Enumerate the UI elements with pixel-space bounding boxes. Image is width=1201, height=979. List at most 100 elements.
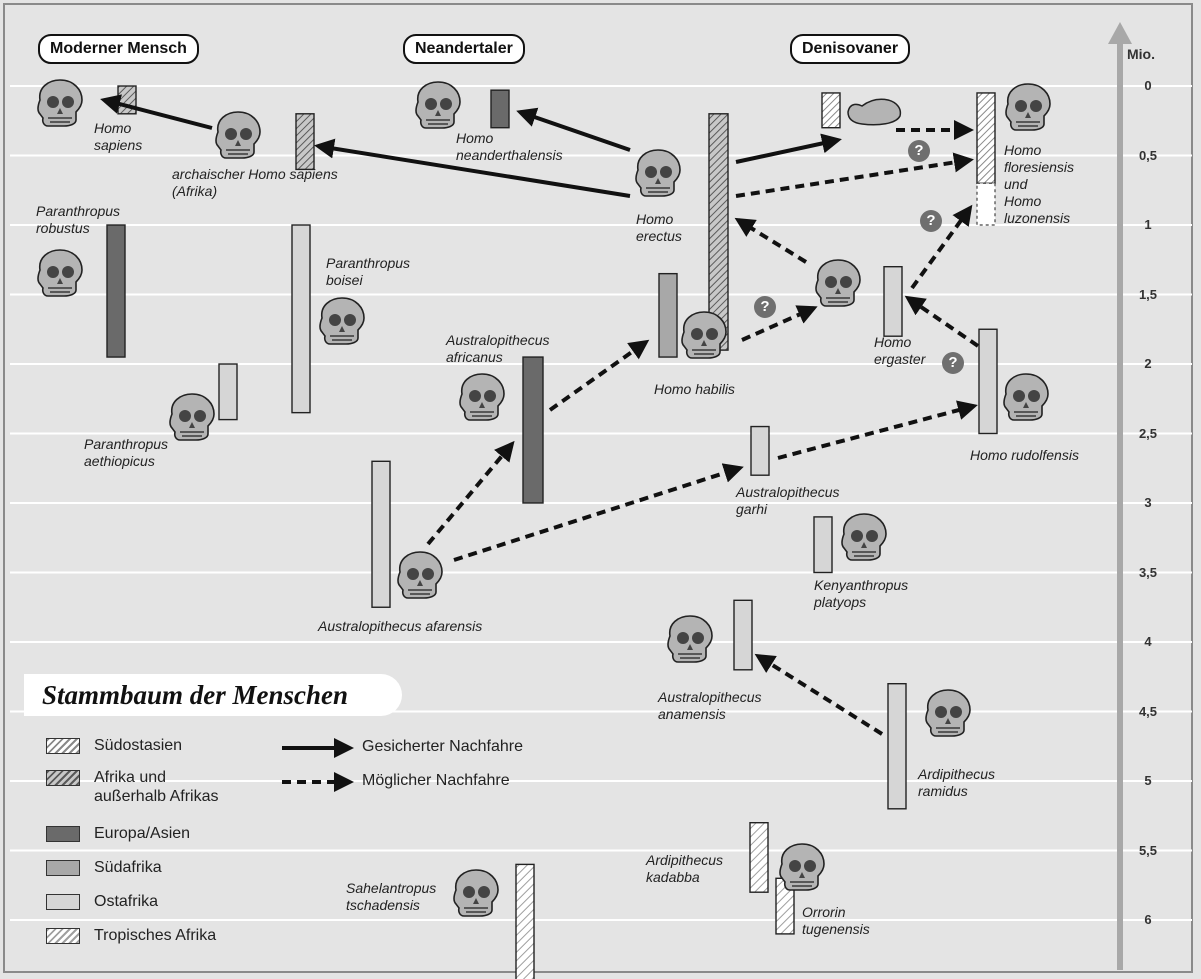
- range-bar-denisova: [821, 92, 841, 129]
- range-bar-paranthropus-aethiopicus: [218, 363, 238, 421]
- species-label-orrorin-tugenensis: Orrorin tugenensis: [802, 904, 870, 937]
- time-axis-arrowhead: [1108, 22, 1132, 44]
- axis-tick-label: 6: [1144, 912, 1152, 927]
- range-bar-homo-habilis: [658, 272, 678, 358]
- legend-swatch: [46, 770, 80, 786]
- species-label-kenyanthropus-platyops: Kenyanthropus platyops: [814, 577, 909, 610]
- range-bar-uncertain-homo-floresiensis-luzonensis: [976, 182, 996, 226]
- range-bar-sahelantropus-tschadensis: [515, 863, 535, 979]
- legend-dashed-arrow-label: Möglicher Nachfahre: [362, 772, 510, 789]
- skull-icon: [37, 249, 83, 297]
- species-label-homo-rudolfensis: Homo rudolfensis: [970, 447, 1079, 463]
- possible-descent-arrow: [777, 400, 978, 460]
- group-neandertaler: Neandertaler: [403, 34, 525, 64]
- skull-icon: [1003, 373, 1049, 421]
- range-bar-australopithecus-anamensis: [733, 599, 753, 671]
- legend-label: Südafrika: [94, 859, 162, 876]
- possible-descent-arrow: [741, 305, 818, 342]
- jaw-icon: [847, 98, 902, 126]
- axis-tick-label: 5,5: [1138, 842, 1158, 858]
- axis-tick-label: 1: [1144, 217, 1152, 232]
- skull-icon: [453, 869, 499, 917]
- skull-icon: [37, 79, 83, 127]
- possible-descent-arrow: [910, 204, 973, 290]
- legend-label: Europa/Asien: [94, 825, 191, 842]
- range-bar-homo-floresiensis-luzonensis: [976, 92, 996, 184]
- legend-label: Afrika und außerhalb Afrikas: [94, 769, 219, 805]
- axis-tick-label: 4,5: [1138, 703, 1158, 719]
- legend-solid-arrow-label: Gesicherter Nachfahre: [362, 738, 523, 755]
- skull-icon: [215, 111, 261, 159]
- axis-unit-label: Mio.: [1127, 46, 1155, 62]
- skull-icon: [681, 311, 727, 359]
- skull-icon: [635, 149, 681, 197]
- skull-icon: [815, 259, 861, 307]
- species-label-sahelantropus-tschadensis: Sahelantropus tschadensis: [346, 880, 437, 913]
- title-banner: Stammbaum der Menschen: [24, 674, 402, 716]
- species-label-homo-floresiensis-luzonensis: Homo floresiensis und Homo luzonensis: [1004, 142, 1075, 226]
- axis-tick-label: 1,5: [1138, 286, 1158, 302]
- skull-icon: [667, 615, 713, 663]
- skull-icon: [415, 81, 461, 129]
- legend-swatch: [46, 826, 80, 842]
- species-label-australopithecus-afarensis: Australopithecus afarensis: [318, 618, 483, 634]
- range-bar-homo-rudolfensis: [978, 328, 998, 435]
- legend-label: Südostasien: [94, 737, 183, 754]
- confirmed-descent-arrow: [516, 107, 631, 152]
- legend-label: Tropisches Afrika: [94, 927, 217, 944]
- possible-descent-arrow: [754, 653, 884, 736]
- uncertain-question-icon: ?: [942, 352, 964, 374]
- range-bar-kenyanthropus-platyops: [813, 516, 833, 574]
- axis-tick-label: 2: [1144, 356, 1152, 371]
- skull-icon: [841, 513, 887, 561]
- diagram-title: Stammbaum der Menschen: [42, 680, 349, 710]
- skull-icon: [397, 551, 443, 599]
- axis-tick-label: 3: [1144, 495, 1152, 510]
- axis-tick-label: 5: [1144, 773, 1152, 788]
- species-label-archaischer-homo-sapiens: archaischer Homo sapiens (Afrika): [172, 166, 338, 199]
- possible-descent-arrow: [735, 152, 974, 198]
- range-bar-australopithecus-garhi: [750, 425, 770, 476]
- species-label-australopithecus-garhi: Australopithecus garhi: [736, 484, 840, 517]
- possible-descent-arrow: [426, 440, 515, 546]
- species-label-paranthropus-robustus: Paranthropus robustus: [36, 203, 121, 236]
- species-label-homo-neanderthalensis: Homo neanderthalensis: [456, 130, 563, 163]
- skull-icon: [319, 297, 365, 345]
- skull-icon: [779, 843, 825, 891]
- diagram-frame: [3, 3, 1193, 973]
- range-bar-homo-ergaster: [883, 266, 903, 337]
- species-label-homo-sapiens: Homo sapiens: [94, 120, 143, 153]
- axis-tick-label: 0: [1144, 78, 1152, 93]
- species-label-ardipithecus-kadabba: Ardipithecus kadabba: [646, 852, 724, 885]
- range-bar-paranthropus-robustus: [106, 224, 126, 358]
- confirmed-descent-arrow: [314, 138, 631, 198]
- group-denisovaner: Denisovaner: [790, 34, 911, 64]
- species-label-homo-erectus: Homo erectus: [636, 211, 682, 244]
- axis-tick-label: 3,5: [1138, 564, 1158, 580]
- uncertain-question-icon: ?: [908, 140, 930, 162]
- species-label-paranthropus-aethiopicus: Paranthropus aethiopicus: [84, 436, 169, 469]
- possible-descent-arrow: [453, 463, 744, 562]
- uncertain-question-icon: ?: [754, 296, 776, 318]
- axis-tick-label: 2,5: [1138, 425, 1158, 441]
- group-moderner-mensch: Moderner Mensch: [38, 34, 199, 64]
- confirmed-descent-arrow: [100, 94, 213, 130]
- range-bar-australopithecus-afarensis: [371, 460, 391, 608]
- species-label-homo-habilis: Homo habilis: [654, 381, 735, 397]
- species-label-ardipithecus-ramidus: Ardipithecus ramidus: [918, 766, 996, 799]
- range-bar-archaischer-homo-sapiens: [295, 113, 315, 171]
- uncertain-question-icon: ?: [920, 210, 942, 232]
- range-bar-paranthropus-boisei: [291, 224, 311, 414]
- legend-swatch: [46, 738, 80, 754]
- possible-descent-arrow: [548, 339, 650, 412]
- skull-icon: [459, 373, 505, 421]
- axis-tick-label: 0,5: [1138, 147, 1158, 163]
- species-label-paranthropus-boisei: Paranthropus boisei: [326, 255, 411, 288]
- range-bar-ardipithecus-ramidus: [887, 683, 907, 810]
- possible-descent-arrow: [734, 217, 808, 264]
- legend-swatch: [46, 860, 80, 876]
- range-bar-australopithecus-africanus: [522, 356, 544, 504]
- confirmed-descent-arrow: [735, 133, 842, 164]
